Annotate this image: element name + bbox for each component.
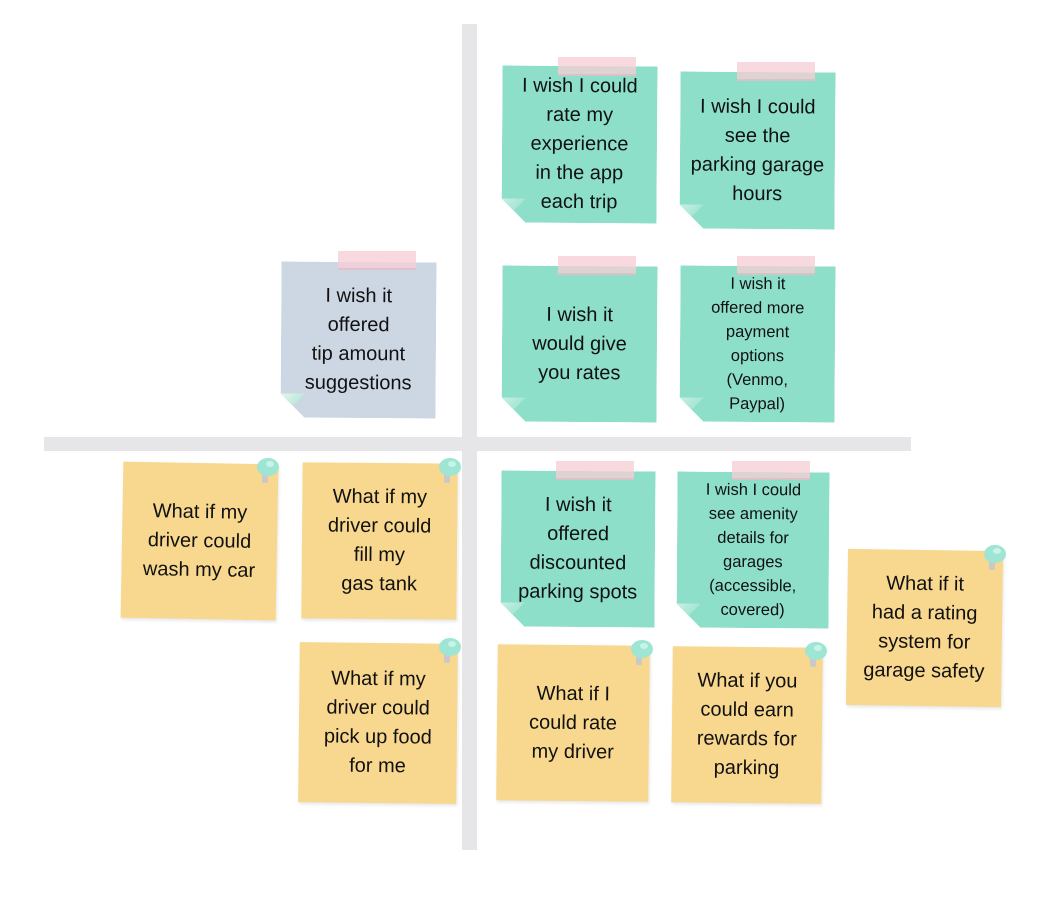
sticky-note-pick-up-food[interactable]: What if my driver could pick up food for… [298, 642, 458, 804]
tape-strip [737, 256, 815, 275]
note-text: I wish it offered more payment options (… [711, 274, 805, 414]
sticky-note-gas-tank[interactable]: What if my driver could fill my gas tank [301, 462, 458, 620]
note-text: What if my driver could fill my gas tank [327, 485, 432, 596]
corner-curl [280, 393, 304, 417]
sticky-note-garage-safety[interactable]: What if it had a rating system for garag… [845, 548, 1004, 708]
sticky-note-payment-options[interactable]: I wish it offered more payment options (… [679, 265, 835, 422]
sticky-note-tip-suggestions[interactable]: I wish it offered tip amount suggestions [280, 261, 436, 418]
sticky-note-earn-rewards[interactable]: What if you could earn rewards for parki… [671, 646, 823, 804]
tape-strip [737, 62, 815, 81]
sticky-note-garage-hours[interactable]: I wish I could see the parking garage ho… [679, 71, 835, 229]
note-text: I wish I could see the parking garage ho… [690, 95, 825, 205]
note-text: What if it had a rating system for garag… [863, 572, 985, 683]
sticky-note-wash-car[interactable]: What if my driver could wash my car [120, 461, 279, 621]
note-text: I wish it offered discounted parking spo… [518, 493, 638, 604]
tape-strip [558, 57, 636, 76]
sticky-note-give-rates[interactable]: I wish it would give you rates [501, 265, 657, 422]
tape-strip [556, 461, 634, 480]
tape-strip [732, 461, 810, 480]
note-text: What if I could rate my driver [528, 682, 618, 763]
note-text: I wish it would give you rates [532, 303, 627, 384]
sticky-note-discounted-spots[interactable]: I wish it offered discounted parking spo… [500, 470, 655, 627]
corner-curl [676, 603, 700, 627]
corner-curl [679, 397, 703, 421]
sticky-note-amenity-details[interactable]: I wish I could see amenity details for g… [676, 471, 829, 628]
note-text: What if my driver could pick up food for… [323, 667, 432, 778]
note-text: I wish I could rate my experience in the… [522, 74, 638, 214]
note-text: I wish it offered tip amount suggestions [304, 284, 412, 395]
note-text: I wish I could see amenity details for g… [705, 480, 802, 620]
note-text: What if my driver could wash my car [142, 499, 256, 582]
note-text: What if you could earn rewards for parki… [696, 669, 798, 780]
tape-strip [338, 251, 416, 270]
tape-strip [558, 256, 636, 275]
sticky-note-rate-experience[interactable]: I wish I could rate my experience in the… [501, 65, 657, 223]
horizontal-axis [44, 437, 911, 451]
sticky-note-rate-driver[interactable]: What if I could rate my driver [496, 644, 650, 802]
corner-curl [501, 397, 525, 421]
